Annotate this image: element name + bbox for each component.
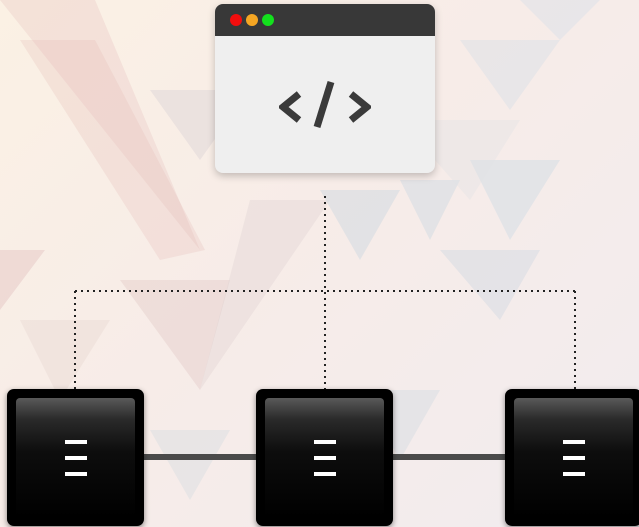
server-face: [265, 398, 384, 517]
server-node-2: [256, 389, 393, 526]
server-menu-icon: [314, 440, 336, 476]
server-node-1: [7, 389, 144, 526]
server-face: [514, 398, 633, 517]
browser-titlebar: [215, 4, 435, 36]
server-menu-icon: [65, 440, 87, 476]
maximize-dot-icon[interactable]: [262, 14, 274, 26]
minimize-dot-icon[interactable]: [246, 14, 258, 26]
server-menu-icon: [563, 440, 585, 476]
browser-window: [215, 4, 435, 173]
code-brackets-icon: [279, 80, 371, 129]
close-dot-icon[interactable]: [230, 14, 242, 26]
server-node-3: [505, 389, 639, 526]
server-face: [16, 398, 135, 517]
